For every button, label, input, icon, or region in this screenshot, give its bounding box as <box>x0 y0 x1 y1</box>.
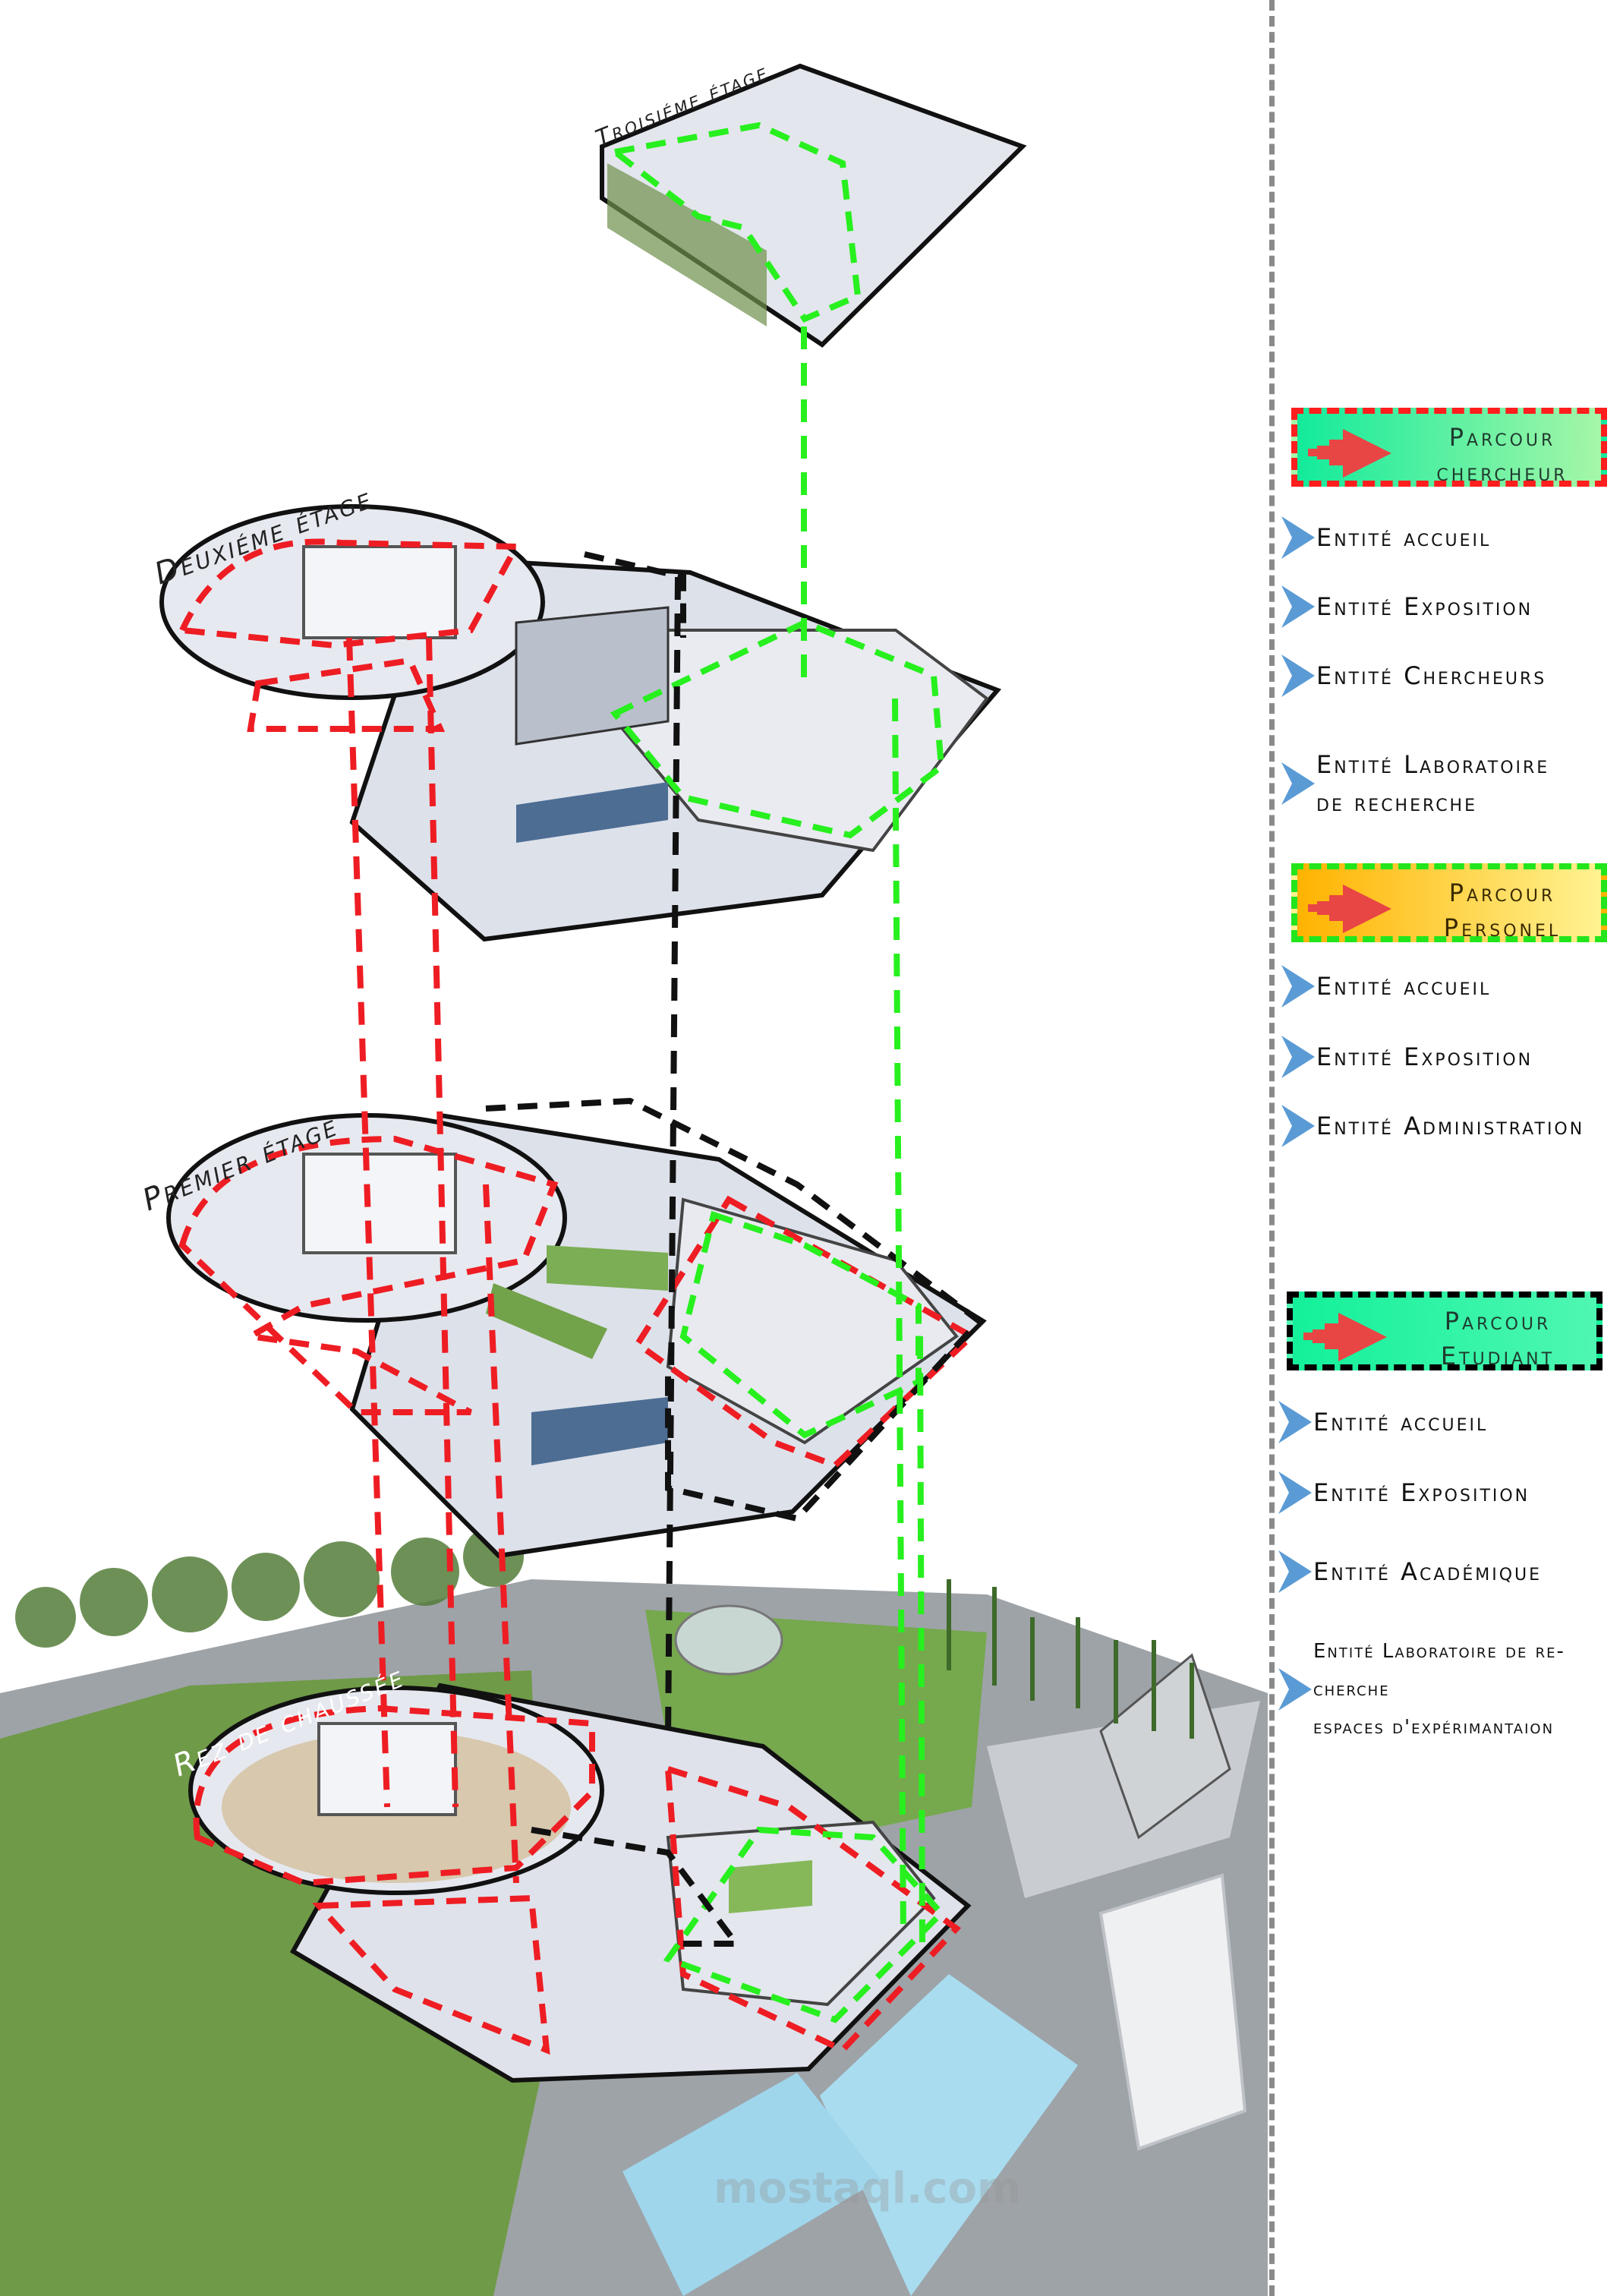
legend-item: Entité accueil <box>1281 516 1615 559</box>
path-green-ground <box>663 1826 946 2023</box>
path-red-first <box>178 1135 977 1469</box>
legend-item: Entité accueil <box>1278 1401 1612 1443</box>
legend-item: Entité accueil <box>1281 965 1615 1008</box>
legend-item: Entité Exposition <box>1278 1471 1612 1514</box>
connector-red <box>426 637 459 1808</box>
connector-green <box>917 1336 925 1944</box>
path-red-ground <box>193 1705 962 2055</box>
legend-parcour-personel: Parcour Personel <box>1291 863 1607 942</box>
floor-second <box>159 504 1002 942</box>
legend-title: Parcour chercheur <box>1436 423 1568 487</box>
legend-item: Entité Chercheurs <box>1281 654 1615 697</box>
legend-parcour-etudiant: Parcour Etudiant <box>1287 1292 1603 1370</box>
legend-item: Entité Administration <box>1281 1105 1615 1147</box>
path-black-ground <box>531 1827 742 1947</box>
legend-title: Parcour Etudiant <box>1440 1307 1555 1370</box>
chevron-right-icon <box>1281 1105 1315 1147</box>
chevron-right-icon <box>1278 1471 1312 1514</box>
arrow-icon <box>1308 885 1391 933</box>
floor-ground <box>188 1683 972 2083</box>
connector-red <box>346 637 390 1808</box>
legend-parcour-chercheur: Parcour chercheur <box>1291 408 1607 487</box>
path-red-second <box>178 538 522 732</box>
legend-item: Entité Laboratoire de recherche <box>1281 746 1615 822</box>
legend-item: Entité Académique <box>1278 1550 1612 1593</box>
path-black-second <box>584 551 686 638</box>
exploded-axonometric-diagram: Troisiéme étage Deuxiéme étage Premier é… <box>0 58 1268 2296</box>
floor-third <box>600 63 1027 348</box>
floor-first <box>166 1112 987 1559</box>
chevron-right-icon <box>1278 1550 1312 1593</box>
chevron-right-icon <box>1281 762 1315 805</box>
legend-item: Entité Exposition <box>1281 585 1615 628</box>
arrow-icon <box>1303 1313 1387 1361</box>
connector-red <box>483 1184 519 1884</box>
vertical-connectors <box>346 326 925 1944</box>
connector-green <box>892 698 906 1937</box>
legend-title: Parcour Personel <box>1443 878 1562 942</box>
chevron-right-icon <box>1281 585 1315 628</box>
chevron-right-icon <box>1281 654 1315 697</box>
chevron-right-icon <box>1281 516 1315 559</box>
chevron-right-icon <box>1281 1036 1315 1078</box>
legend-item: Entité Laboratoire de re- cherche espace… <box>1278 1632 1612 1746</box>
connector-black <box>665 576 681 1739</box>
chevron-right-icon <box>1278 1668 1312 1711</box>
watermark: mostaql.com <box>714 2164 1022 2213</box>
chevron-right-icon <box>1278 1401 1312 1443</box>
arrow-icon <box>1308 429 1391 478</box>
legend-divider <box>1269 0 1275 2296</box>
chevron-right-icon <box>1281 965 1315 1008</box>
legend-item: Entité Exposition <box>1281 1036 1615 1078</box>
path-green-third <box>607 121 862 323</box>
